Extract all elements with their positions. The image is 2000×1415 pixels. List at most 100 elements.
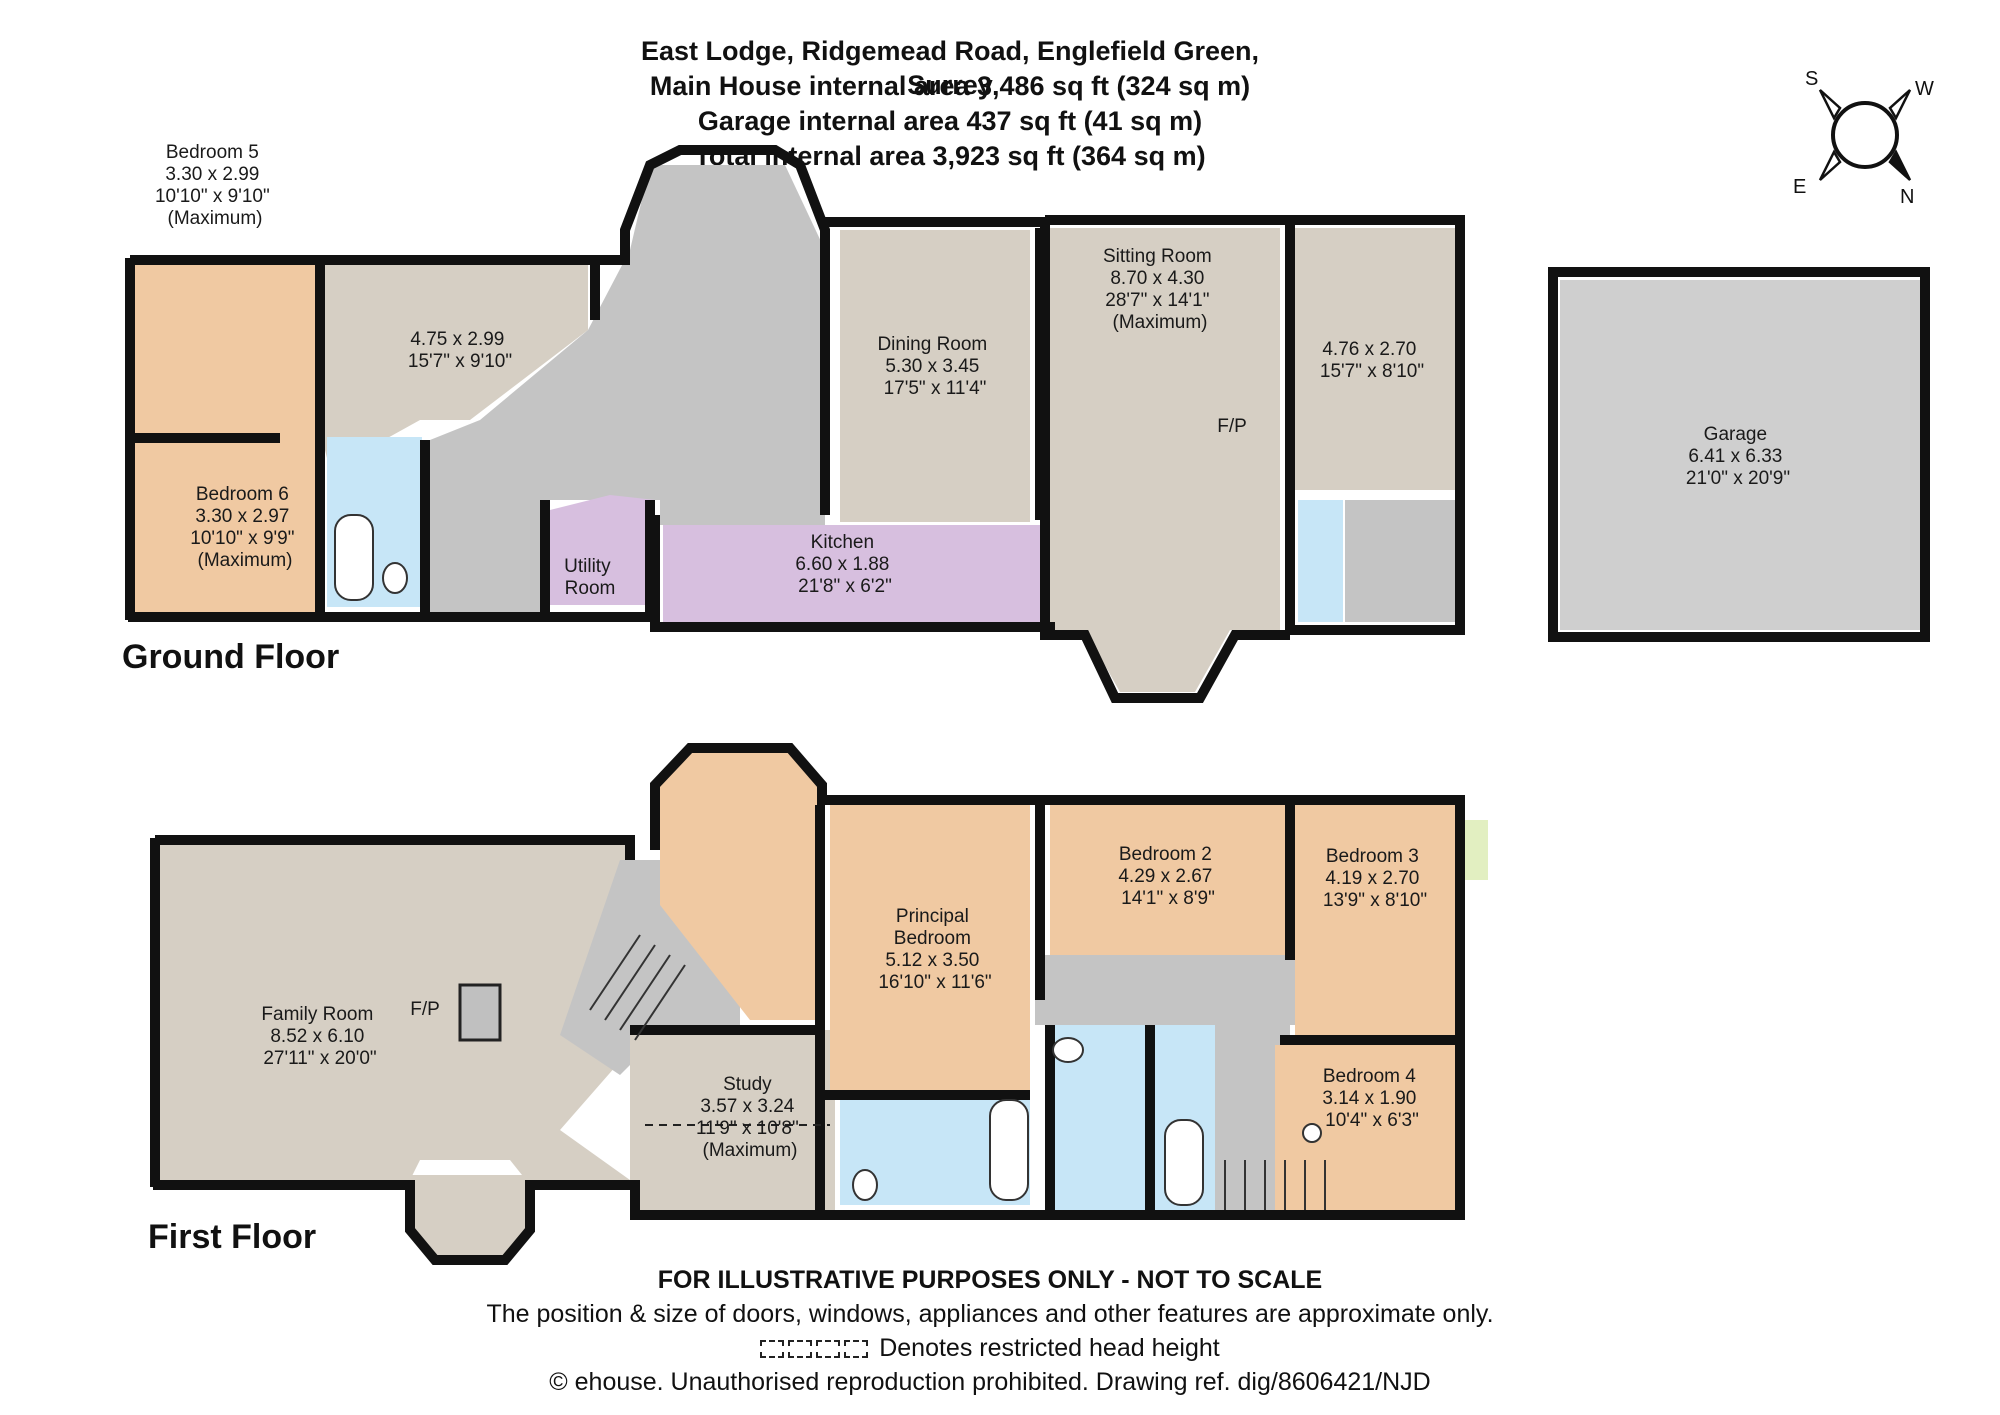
- bedroom-3-metric: 4.19 x 2.70: [1325, 868, 1419, 889]
- room-476-imperial: 15'7" x 8'10": [1320, 361, 1424, 382]
- first-fp-label: F/P: [410, 999, 440, 1020]
- sitting-fill: [1050, 228, 1280, 692]
- utility-name-2: Room: [565, 578, 616, 599]
- first-landing-fill: [560, 860, 740, 1075]
- bedroom-5-imperial: 10'10" x 9'10": [155, 186, 270, 207]
- bedroom-6-fill: [135, 435, 320, 615]
- bath-icon: [334, 514, 374, 601]
- bedroom-5-fill: [135, 265, 315, 435]
- family-room-name: Family Room: [261, 1004, 373, 1025]
- bedroom-4-metric: 3.14 x 1.90: [1322, 1088, 1416, 1109]
- principal-name-2: Bedroom: [894, 928, 971, 949]
- footer-disclaimer-text: The position & size of doors, windows, a…: [486, 1300, 1494, 1328]
- sitting-imperial: 28'7" x 14'1": [1105, 290, 1209, 311]
- principal-imperial: 16'10" x 11'6": [878, 972, 991, 993]
- bedroom-5-name: Bedroom 5: [166, 142, 259, 163]
- turret-fill: [660, 752, 818, 1020]
- first-walls: [150, 743, 1465, 1265]
- footer-disclaimer-title: FOR ILLUSTRATIVE PURPOSES ONLY - NOT TO …: [657, 1266, 1323, 1294]
- bedroom-5-note: (Maximum): [168, 208, 263, 229]
- garage-fill: [1560, 280, 1920, 630]
- kitchen-name: Kitchen: [811, 532, 874, 553]
- family-room-imperial: 27'11" x 20'0": [263, 1048, 376, 1069]
- room-476-label: 4.76 x 2.70 15'7" x 8'10": [1320, 339, 1424, 382]
- restricted-height-swatch-icon: [760, 1340, 785, 1359]
- balcony-fill: [1462, 820, 1488, 880]
- sitting-metric: 8.70 x 4.30: [1110, 268, 1204, 289]
- first-bath-icon: [1164, 1119, 1204, 1206]
- first-toilet-icon: [1052, 1037, 1084, 1063]
- utility-name: Utility: [564, 556, 611, 577]
- bedroom-2-label: Bedroom 2 4.29 x 2.67 14'1" x 8'9": [1118, 844, 1217, 909]
- bedroom-4-imperial: 10'4" x 6'3": [1325, 1110, 1419, 1131]
- utility-label: Utility Room: [564, 556, 616, 599]
- first-floor-title: First Floor: [148, 1218, 317, 1256]
- garage-area: Garage internal area 437 sq ft (41 sq m): [697, 106, 1203, 136]
- study-label: Study 3.57 x 3.24 11'9" x 10'8" (Maximum…: [696, 1074, 804, 1161]
- first-stairs: [589, 934, 1326, 1210]
- study-fill: [630, 1030, 835, 1210]
- study-name: Study: [723, 1074, 772, 1095]
- wc-fill: [1298, 500, 1343, 622]
- room-475-imperial: 15'7" x 9'10": [408, 351, 512, 372]
- bedroom-3-label: Bedroom 3 4.19 x 2.70 13'9" x 8'10": [1323, 846, 1427, 911]
- principal-label: Principal Bedroom 5.12 x 3.50 16'10" x 1…: [878, 906, 991, 993]
- principal-fill: [830, 805, 1030, 1095]
- restricted-height-text: Denotes restricted head height: [879, 1334, 1220, 1362]
- bedroom-3-fill: [1295, 805, 1455, 1035]
- room-476-metric: 4.76 x 2.70: [1322, 339, 1416, 360]
- family-room-label: Family Room 8.52 x 6.10 27'11" x 20'0": [261, 1004, 378, 1069]
- restricted-height-swatch-icon: [844, 1340, 869, 1359]
- garage-metric: 6.41 x 6.33: [1688, 446, 1782, 467]
- bedroom-2-metric: 4.29 x 2.67: [1118, 866, 1212, 887]
- study-metric: 3.57 x 3.24: [700, 1096, 794, 1117]
- bedroom-6-note: (Maximum): [198, 550, 293, 571]
- sitting-label: Sitting Room 8.70 x 4.30 28'7" x 14'1" (…: [1103, 246, 1217, 333]
- bedroom-3-imperial: 13'9" x 8'10": [1323, 890, 1427, 911]
- bedroom-6-metric: 3.30 x 2.97: [195, 506, 289, 527]
- sitting-name: Sitting Room: [1103, 246, 1212, 267]
- compass-w: W: [1915, 78, 1934, 100]
- property-address: East Lodge, Ridgemead Road, Englefield G…: [640, 36, 1260, 100]
- room-475-metric: 4.75 x 2.99: [410, 329, 504, 350]
- kitchen-metric: 6.60 x 1.88: [795, 554, 889, 575]
- sitting-note: (Maximum): [1113, 312, 1208, 333]
- compass-e: E: [1793, 176, 1806, 198]
- dining-imperial: 17'5" x 11'4": [884, 378, 987, 399]
- garage-label: Garage 6.41 x 6.33 21'0" x 20'9": [1686, 424, 1790, 489]
- family-room-fill: [160, 845, 630, 1185]
- compass-icon: S W E N: [1793, 68, 1934, 208]
- footer-restricted-height: Denotes restricted head height: [400, 1331, 1580, 1365]
- garage-imperial: 21'0" x 20'9": [1686, 468, 1790, 489]
- bedroom-5-metric: 3.30 x 2.99: [165, 164, 259, 185]
- garage-name: Garage: [1704, 424, 1767, 445]
- toilet-icon: [382, 562, 408, 594]
- first-fireplace-icon: [458, 983, 502, 1042]
- main-house-area: Main House internal area 3,486 sq ft (32…: [649, 71, 1251, 101]
- stair-hall-fill: [1345, 500, 1455, 622]
- dining-name: Dining Room: [877, 334, 987, 355]
- principal-toilet-icon: [852, 1169, 878, 1201]
- bedroom-4-label: Bedroom 4 3.14 x 1.90 10'4" x 6'3": [1322, 1066, 1421, 1131]
- room-476-fill: [1295, 228, 1455, 490]
- kitchen-fill: [663, 525, 1040, 622]
- ground-hall-fill: [430, 165, 825, 612]
- ground-floor-title: Ground Floor: [122, 638, 340, 676]
- bedroom-4-basin-icon: [1302, 1123, 1322, 1143]
- room-475-label: 4.75 x 2.99 15'7" x 9'10": [408, 329, 512, 372]
- room-475-fill: [320, 265, 588, 470]
- footer-copyright: © ehouse. Unauthorised reproduction proh…: [549, 1368, 1431, 1396]
- bedroom-5-label: Bedroom 5 3.30 x 2.99 10'10" x 9'10" (Ma…: [155, 142, 275, 229]
- bedroom-6-imperial: 10'10" x 9'9": [190, 528, 294, 549]
- principal-bath-icon: [989, 1099, 1029, 1201]
- compass-s: S: [1805, 68, 1818, 90]
- utility-fill: [550, 495, 655, 605]
- landing-fill: [1035, 955, 1305, 1025]
- bedroom-2-imperial: 14'1" x 8'9": [1121, 888, 1215, 909]
- bedroom-4-name: Bedroom 4: [1323, 1066, 1416, 1087]
- kitchen-imperial: 21'8" x 6'2": [798, 576, 892, 597]
- bedroom-2-fill: [1050, 805, 1290, 955]
- bedroom-2-name: Bedroom 2: [1119, 844, 1212, 865]
- principal-metric: 5.12 x 3.50: [885, 950, 979, 971]
